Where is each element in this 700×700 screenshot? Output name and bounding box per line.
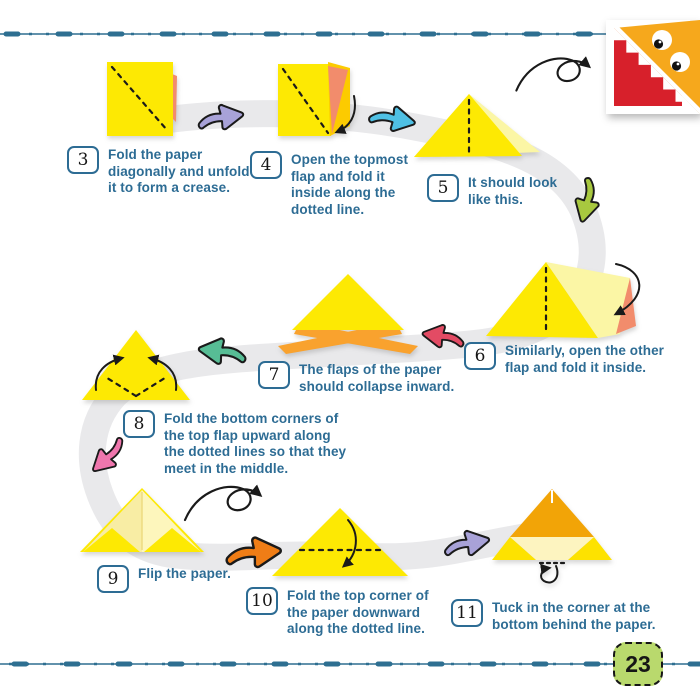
step7-diagram [278,274,418,354]
step-caption: Fold the paper diagonally and unfold it … [108,147,250,196]
step-caption: It should look like this. [468,175,558,207]
step-number-badge: 10 [246,587,278,615]
step-4-label: 4 Open the topmost flap and fold it insi… [250,151,450,219]
step-caption: Fold the top corner of the paper downwar… [287,588,429,637]
step-number-badge: 5 [427,174,459,202]
step-caption: Fold the bottom corners of the top flap … [164,411,347,477]
page-number-badge: 23 [613,642,663,686]
step-caption: Tuck in the corner at the bottom behind … [492,600,656,632]
step-5-label: 5 It should look like this. [427,174,607,208]
arrow-7-8-icon [196,335,249,368]
step-caption: Flip the paper. [138,566,232,581]
step-number-badge: 3 [67,146,99,174]
step-caption: The flaps of the paper should collapse i… [299,362,455,394]
step5-diagram [414,94,540,157]
step11-diagram [492,489,612,584]
step-6-label: 6 Similarly, open the other flap and fol… [464,342,694,376]
step-3-label: 3 Fold the paper diagonally and unfold i… [67,146,287,197]
step-number-badge: 6 [464,342,496,370]
bottom-stitch-border [0,661,700,667]
step-10-label: 10 Fold the top corner of the paper down… [246,587,466,638]
flip-loop-arrow-icon [180,476,270,534]
step3-diagram [107,62,177,136]
step4-diagram [278,62,356,136]
step-caption: Open the topmost flap and fold it inside… [291,152,409,218]
step-number-badge: 9 [97,565,129,593]
step-number-badge: 7 [258,361,290,389]
step-11-label: 11 Tuck in the corner at the bottom behi… [451,599,681,633]
step-number-badge: 11 [451,599,483,627]
step8-diagram [82,330,190,400]
top-stitch-border [0,31,700,37]
step6-diagram [486,262,636,338]
fold-inside-arrow-icon [613,263,641,316]
step-9-label: 9 Flip the paper. [97,565,297,593]
step-number-badge: 8 [123,410,155,438]
page-number: 23 [625,650,651,677]
monster-bookmark-icon [606,20,700,114]
step9-diagram [80,488,204,552]
step-caption: Similarly, open the other flap and fold … [505,343,665,375]
step-number-badge: 4 [250,151,282,179]
step-8-label: 8 Fold the bottom corners of the top fla… [123,410,363,478]
step-7-label: 7 The flaps of the paper should collapse… [258,361,478,395]
flip-loop-arrow-icon [512,48,598,104]
step10-diagram [272,508,408,576]
